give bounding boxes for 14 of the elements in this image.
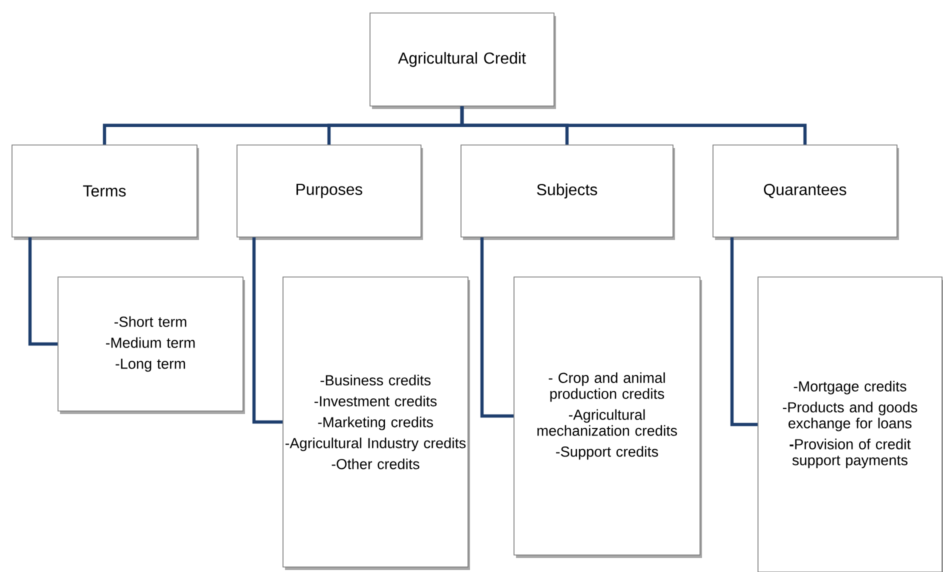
connector xyxy=(28,237,58,346)
list-box: -Mortgage credits -Products and goods exchange for loans -Provision of credit support payments xyxy=(758,276,943,572)
category-box: Purposes xyxy=(236,144,423,240)
category-box: Terms xyxy=(12,144,199,240)
list-box: -Short term -Medium term -Long term xyxy=(58,276,245,414)
root-box: Agricultural Credit xyxy=(370,12,556,109)
category-box: Subjects xyxy=(460,144,675,240)
list-box: -Business credits -Investment credits -Marketing credits -Agricultural Industry credits -Other credits xyxy=(282,276,470,570)
connector xyxy=(460,106,807,145)
connector xyxy=(480,237,514,418)
category-box: Quarantees xyxy=(712,144,899,240)
list-box: - Crop and animal production credits -Agricultural mechanization credits -Support credits xyxy=(514,276,702,558)
connector xyxy=(252,237,283,424)
connector xyxy=(730,237,758,426)
